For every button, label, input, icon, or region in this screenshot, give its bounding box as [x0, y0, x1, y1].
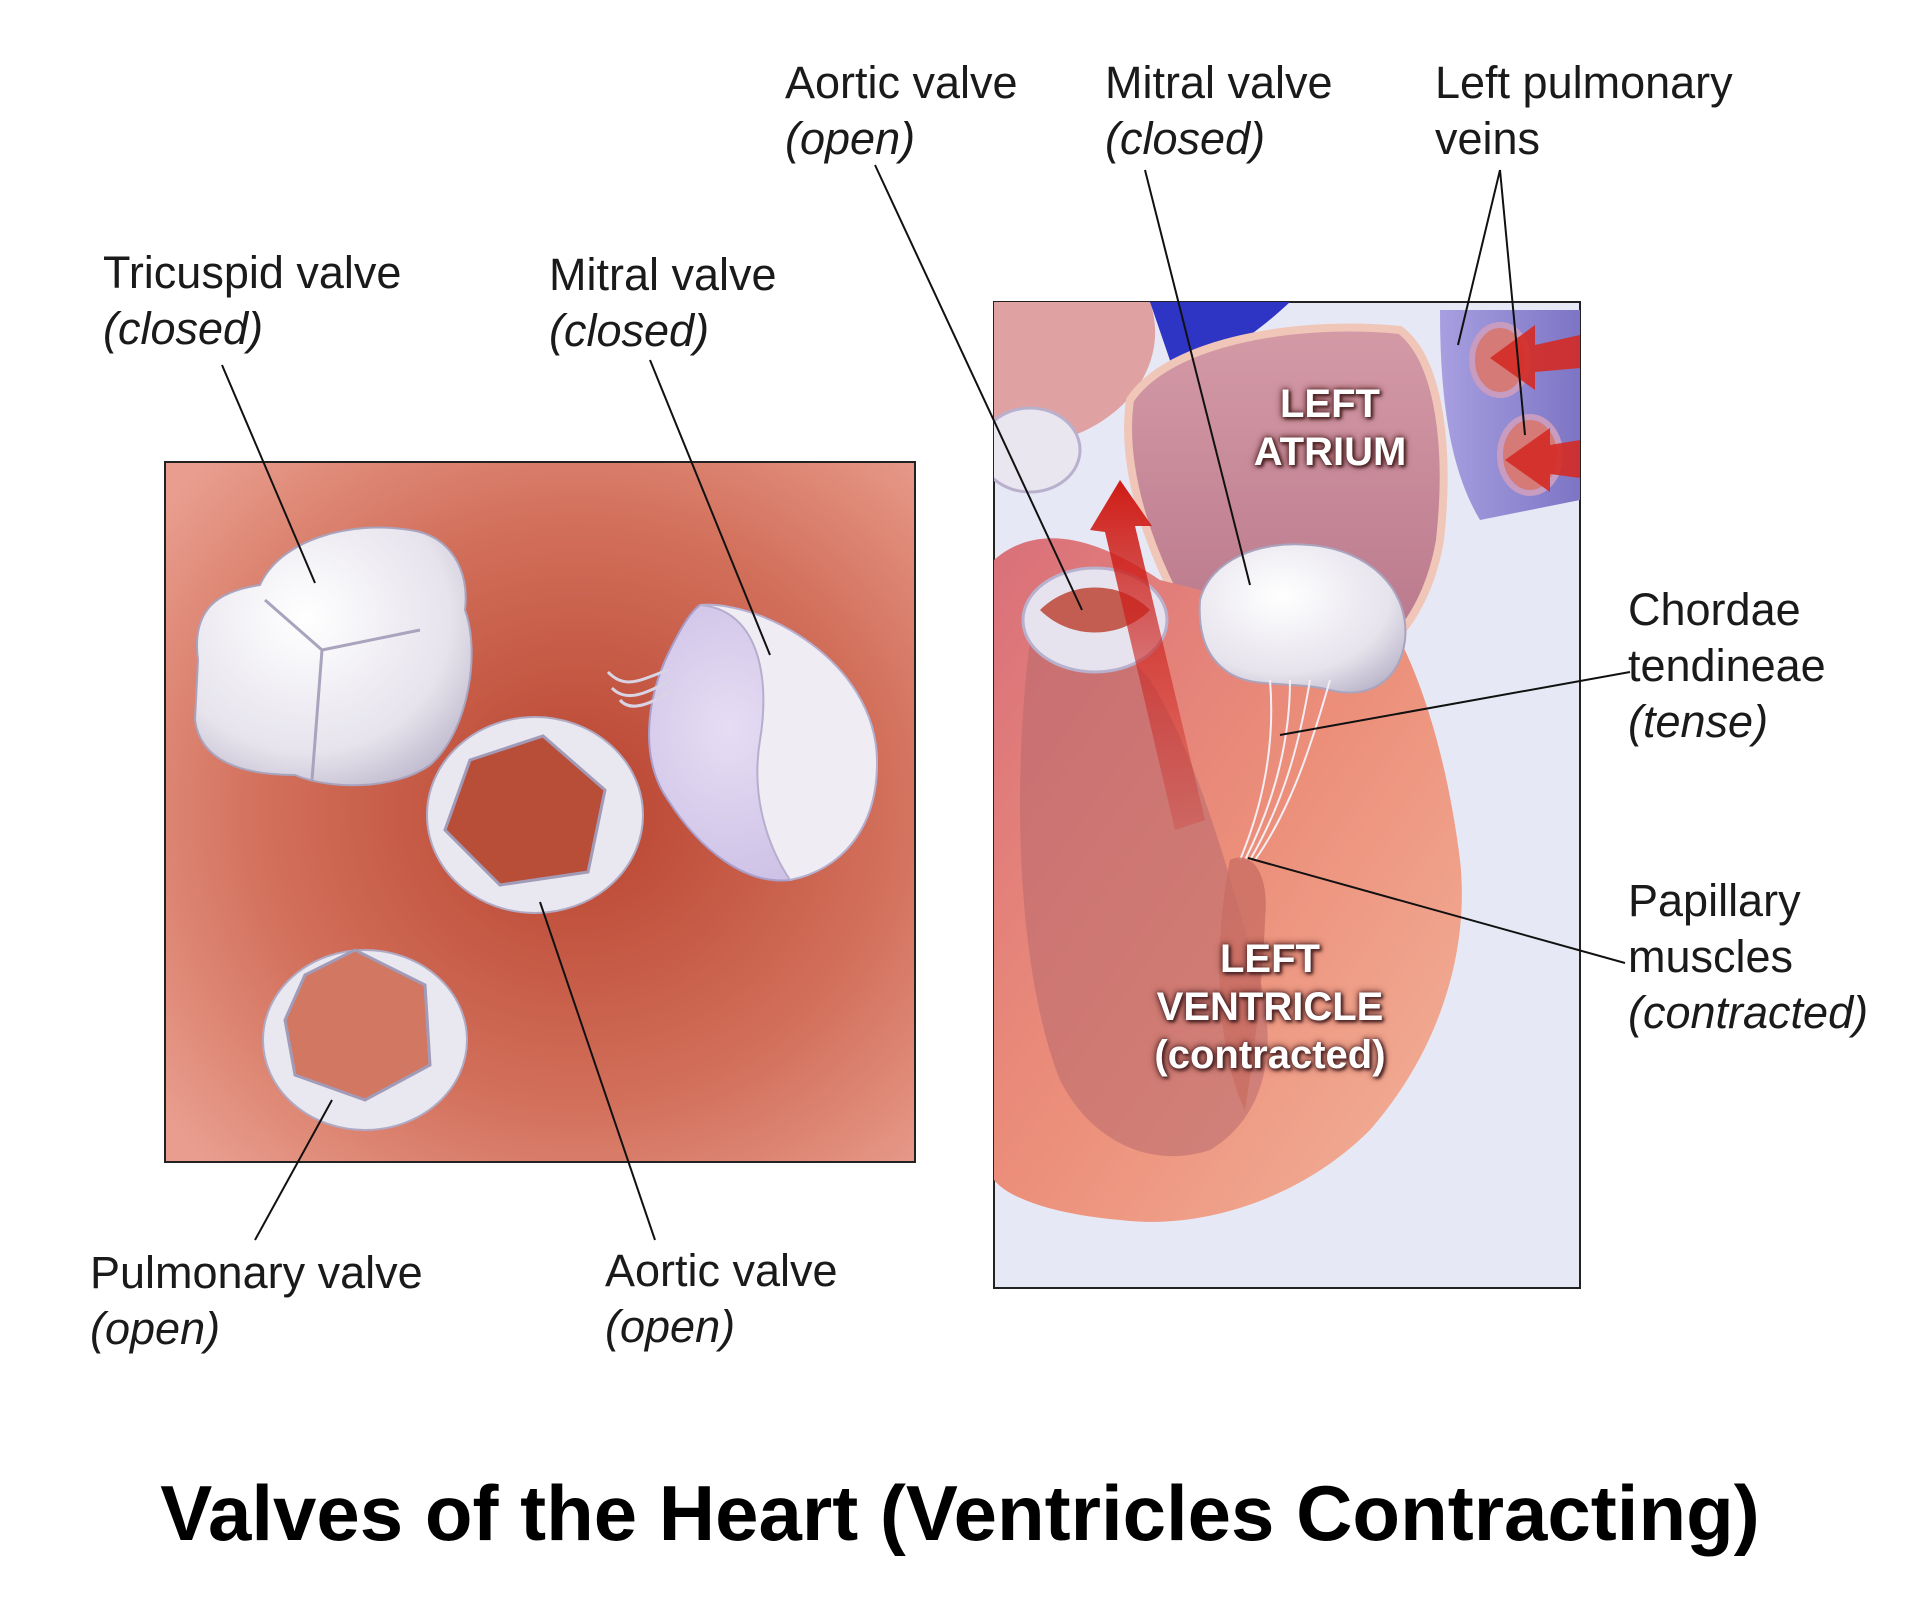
- papillary-line2: muscles: [1628, 931, 1794, 982]
- ventricle-line1: LEFT: [1220, 937, 1320, 981]
- label-chordae-tendineae: Chordae tendineae (tense): [1628, 582, 1826, 750]
- tricuspid-valve-state: (closed): [103, 303, 264, 354]
- leader-lines: [221, 164, 1631, 1241]
- left-ventricle-label: LEFT VENTRICLE (contracted): [1140, 935, 1400, 1079]
- papillary-state: (contracted): [1628, 987, 1869, 1038]
- label-tricuspid-valve: Tricuspid valve (closed): [103, 245, 401, 357]
- mitral-valve-illustration: [606, 603, 879, 882]
- tricuspid-valve-illustration: [193, 526, 473, 787]
- atrium-line1: LEFT: [1280, 382, 1380, 426]
- label-mitral-valve-right: Mitral valve (closed): [1105, 55, 1333, 167]
- pulmonary-veins-line1: Left pulmonary: [1435, 57, 1733, 108]
- ventricle-line2: VENTRICLE: [1156, 985, 1384, 1029]
- chordae-line2: tendineae: [1628, 640, 1826, 691]
- left-atrium-label: LEFT ATRIUM: [1240, 380, 1420, 476]
- mitral-valve-state: (closed): [549, 305, 710, 356]
- mitral-valve-right-name: Mitral valve: [1105, 57, 1333, 108]
- papillary-line1: Papillary: [1628, 875, 1801, 926]
- aortic-valve-illustration: [426, 716, 644, 914]
- label-aortic-valve-right: Aortic valve (open): [785, 55, 1018, 167]
- mitral-valve-right-state: (closed): [1105, 113, 1266, 164]
- pulmonary-valve-illustration: [262, 948, 468, 1131]
- label-pulmonary-valve: Pulmonary valve (open): [90, 1245, 423, 1357]
- label-papillary-muscles: Papillary muscles (contracted): [1628, 873, 1868, 1041]
- label-aortic-valve-left: Aortic valve (open): [605, 1243, 838, 1355]
- aortic-valve-right-state: (open): [785, 113, 916, 164]
- left-panel: [164, 461, 916, 1163]
- chordae-state: (tense): [1628, 696, 1769, 747]
- label-left-pulmonary-veins: Left pulmonary veins: [1435, 55, 1733, 167]
- aortic-valve-name: Aortic valve: [605, 1245, 838, 1296]
- aortic-valve-right-name: Aortic valve: [785, 57, 1018, 108]
- diagram-title: Valves of the Heart (Ventricles Contract…: [160, 1469, 1760, 1557]
- chordae-line1: Chordae: [1628, 584, 1801, 635]
- aortic-valve-state: (open): [605, 1301, 736, 1352]
- right-panel: [993, 301, 1581, 1289]
- label-mitral-valve-left: Mitral valve (closed): [549, 247, 777, 359]
- pulmonary-valve-state: (open): [90, 1303, 221, 1354]
- ventricle-line3: (contracted): [1154, 1033, 1386, 1077]
- mitral-valve-name: Mitral valve: [549, 249, 777, 300]
- tricuspid-valve-name: Tricuspid valve: [103, 247, 402, 298]
- pulmonary-valve-name: Pulmonary valve: [90, 1247, 423, 1298]
- pulmonary-veins-line2: veins: [1435, 113, 1541, 164]
- atrium-line2: ATRIUM: [1253, 430, 1407, 474]
